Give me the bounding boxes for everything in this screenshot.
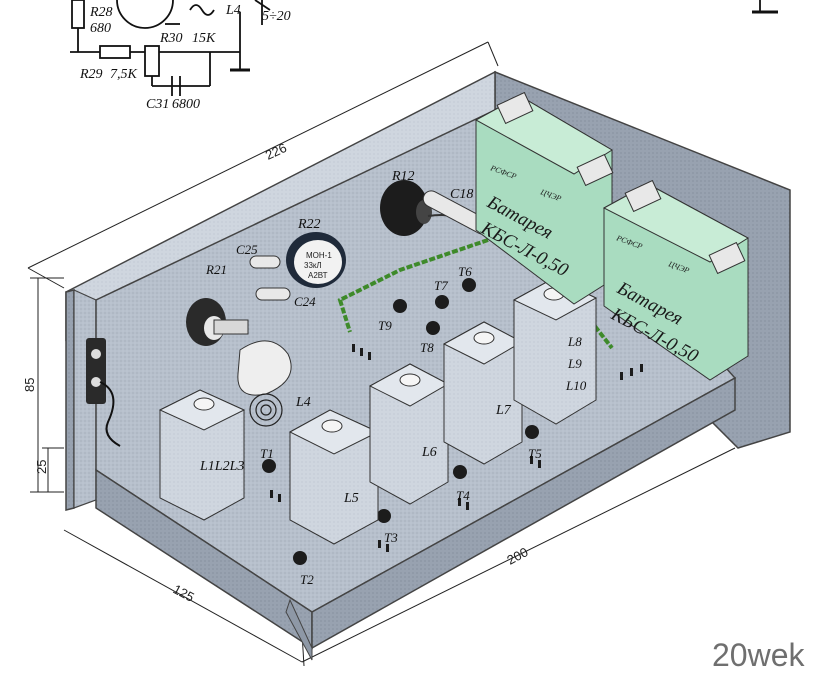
label-l8: L8 [567,334,582,349]
transistors [262,278,539,565]
label-t2: T2 [300,572,314,587]
label-l10: L10 [565,378,587,393]
label-l6: L6 [421,445,437,460]
label-c25: C25 [236,242,258,257]
green-wire [337,238,489,333]
label-l1l2l3: L1L2L3 [199,459,244,474]
battery-1: РСФСР ЦЧЭР Батарея КБС-Л-0,50 [474,91,614,305]
dim-top-length: 226 [263,140,289,163]
label-c24: C24 [294,294,316,309]
chassis [65,70,791,661]
label-t8: T8 [420,340,434,355]
label-t3: T3 [384,530,398,545]
svg-text:А2ВТ: А2ВТ [308,271,328,280]
coil-block-l8l9l10 [512,277,598,425]
label-r22: R22 [297,217,321,232]
label-l7: L7 [495,403,512,418]
capacitor-c24 [255,287,291,301]
label-r12: R12 [391,169,415,184]
dim-foot: 25 [34,460,49,474]
schem-r28-label: R28 [89,5,113,20]
label-l9: L9 [567,356,582,371]
label-c18: C18 [450,187,473,202]
dim-height: 85 [22,378,37,392]
schematic-fragment [70,0,778,96]
label-l5: L5 [343,491,359,506]
label-t5: T5 [528,446,542,461]
schem-r29-label: R29 [79,67,103,82]
schem-cap-value: 5÷20 [262,9,291,24]
coil-block-l7 [442,321,524,465]
coil-block-l1l2l3 [158,389,246,521]
capacitor-c25 [249,255,281,269]
label-t4: T4 [456,488,470,503]
schem-l4-label: L4 [225,3,241,18]
schem-r29-value: 7,5K [110,67,138,82]
schem-c31-label: C31 [146,97,169,112]
solder-pins [270,344,643,552]
dim-width-front: 200 [504,544,530,567]
schem-r30-value: 15K [192,31,216,46]
schem-c31-value: 6800 [172,97,200,112]
tuning-knob [186,298,292,427]
label-t9: T9 [378,318,392,333]
svg-text:МОН-1: МОН-1 [306,251,332,260]
label-t7: T7 [434,278,448,293]
coil-block-l5 [288,409,380,545]
audio-jack [86,338,121,447]
resistor-r22: МОН-1 33кЛ А2ВТ [286,232,346,288]
schem-r28-value: 680 [90,21,111,36]
label-t1: T1 [260,446,274,461]
coil-block-l6 [368,363,450,505]
schem-r30-label: R30 [159,31,183,46]
svg-text:33кЛ: 33кЛ [304,261,322,270]
label-t6: T6 [458,264,472,279]
label-r21: R21 [205,262,227,277]
watermark: 20wek [712,637,806,673]
label-l4: L4 [295,395,311,410]
